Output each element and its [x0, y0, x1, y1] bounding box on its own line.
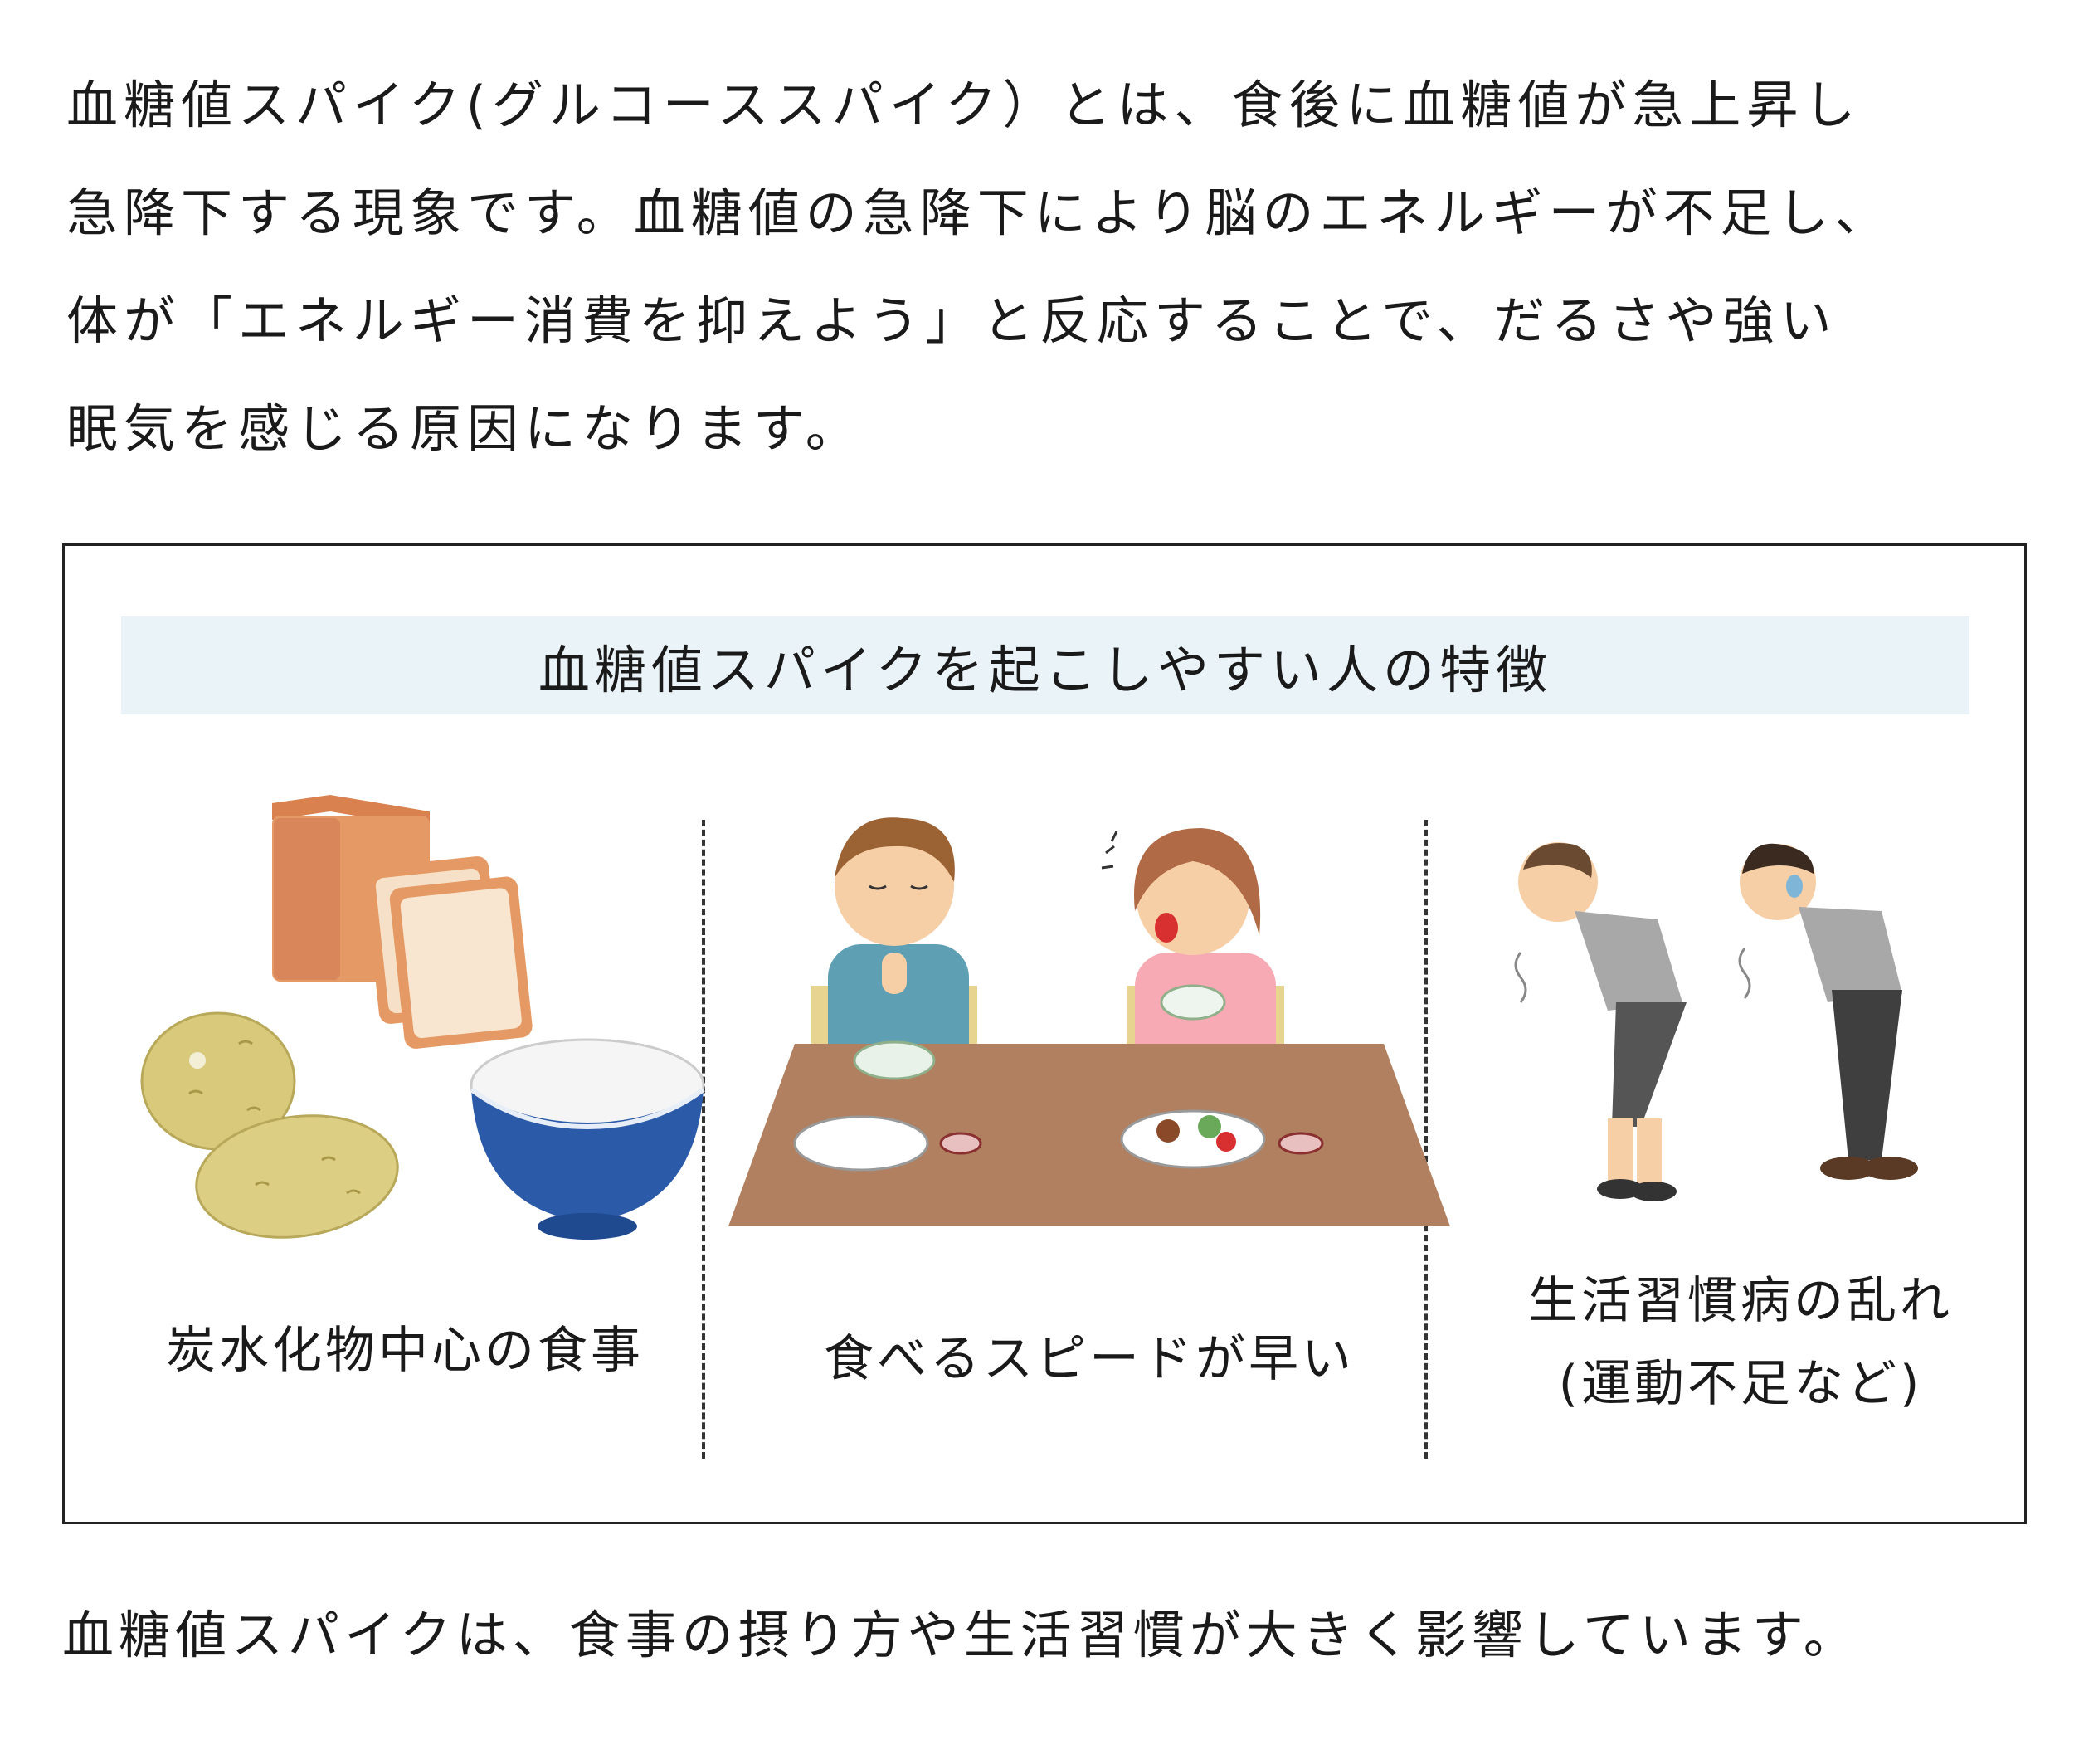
fast-eating-couple-illustration: [728, 817, 1450, 1226]
caption-line: (運動不足など): [1558, 1355, 1923, 1413]
carbohydrate-foods-illustration: [140, 795, 705, 1240]
caption-line: 食べるスピードが早い: [824, 1330, 1355, 1388]
dashed-divider: [702, 820, 705, 1459]
intro-line: 眠気を感じる原因になります。: [66, 398, 863, 459]
characteristic-fast-eating: 食べるスピードが早い: [728, 795, 1450, 1417]
characteristic-carbs: 炭水化物中心の食事: [81, 795, 728, 1417]
caption-line: 炭水化物中心の食事: [166, 1322, 644, 1380]
outro-paragraph: 血糖値スパイクは、食事の摂り方や生活習慣が大きく影響しています。: [62, 1605, 1860, 1665]
dashed-divider: [1424, 820, 1428, 1459]
exhausted-people-illustration: [1514, 842, 1918, 1201]
intro-line: 急降下する現象です。血糖値の急降下により脳のエネルギーが不足し、: [66, 183, 1892, 243]
characteristic-caption: 生活習慣病の乱れ (運動不足など): [1450, 1260, 2031, 1425]
intro-line: 体が「エネルギー消費を抑えよう」と反応することで、だるさや強い: [66, 290, 1838, 351]
characteristics-panel: 血糖値スパイクを起こしやすい人の特徴 炭水化物中心: [62, 543, 2027, 1524]
intro-line: 血糖値スパイク(グルコーススパイク）とは、食後に血糖値が急上昇し: [66, 75, 1862, 135]
intro-paragraph: 血糖値スパイク(グルコーススパイク）とは、食後に血糖値が急上昇し 急降下する現象…: [66, 51, 2024, 483]
characteristic-lifestyle: 生活習慣病の乱れ (運動不足など): [1450, 795, 2031, 1417]
characteristic-caption: 炭水化物中心の食事: [81, 1309, 728, 1392]
panel-title: 血糖値スパイクを起こしやすい人の特徴: [121, 616, 1969, 714]
caption-line: 生活習慣病の乱れ: [1528, 1272, 1953, 1330]
characteristic-caption: 食べるスピードが早い: [728, 1318, 1450, 1401]
